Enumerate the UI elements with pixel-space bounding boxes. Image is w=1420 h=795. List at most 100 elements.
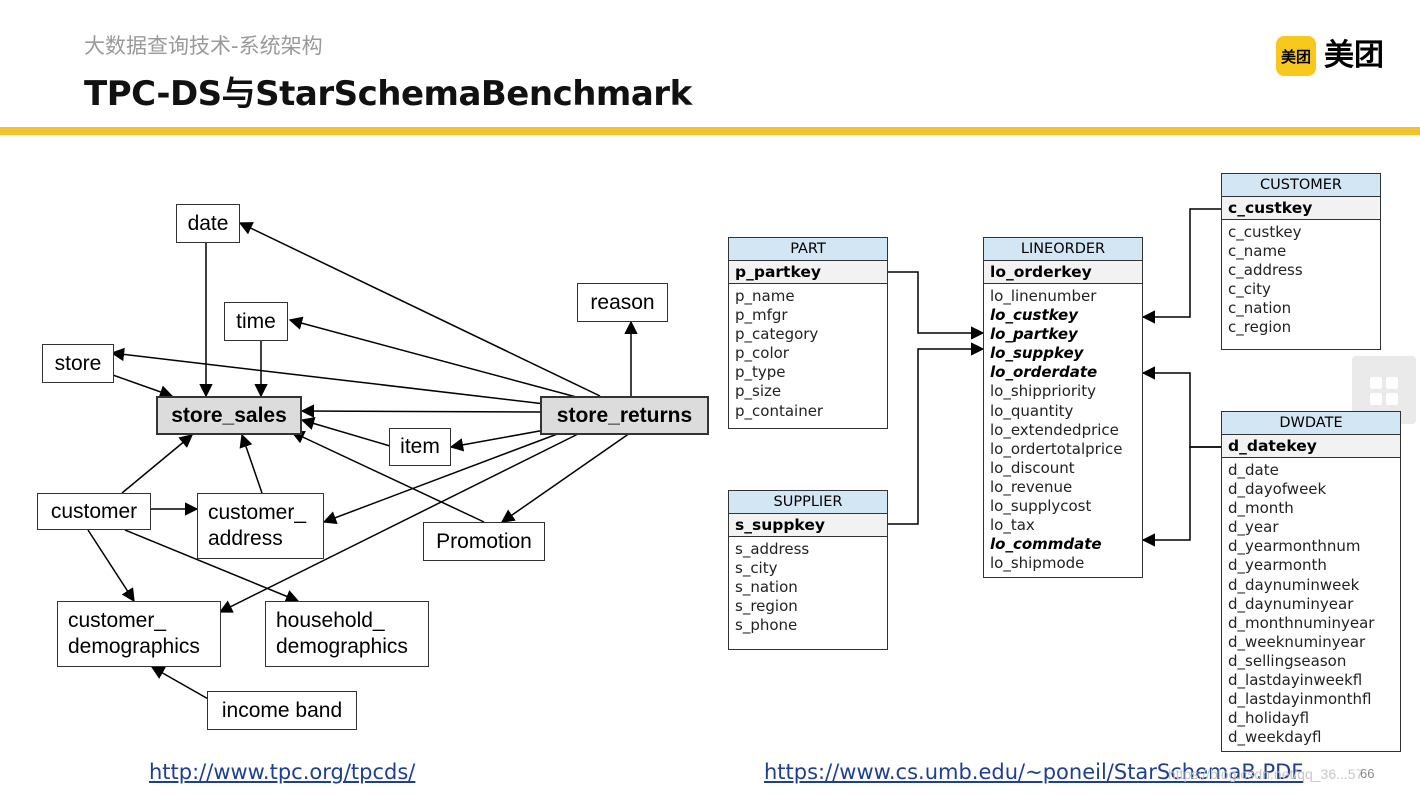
table-supplier-key: s_suppkey bbox=[729, 514, 887, 537]
table-field: c_custkey bbox=[1228, 223, 1302, 241]
table-field: p_container bbox=[735, 401, 824, 420]
edge-custaddr-sales bbox=[239, 433, 263, 494]
entity-income-band: income band bbox=[207, 691, 357, 730]
edge-returns-custaddr bbox=[322, 432, 561, 525]
table-field: d_daynuminweek bbox=[1228, 575, 1360, 594]
edge-income-custdemo bbox=[150, 666, 211, 701]
edge-returns-promo bbox=[500, 432, 631, 523]
entity-customer-address-line2: address bbox=[208, 527, 283, 550]
table-field: lo_shippriority bbox=[990, 382, 1096, 401]
table-field: lo_orderdate bbox=[990, 363, 1098, 382]
table-field: s_nation bbox=[735, 578, 798, 597]
table-field: lo_tax bbox=[990, 516, 1035, 535]
section-subtitle: 大数据查询技术-系统架构 bbox=[84, 34, 323, 58]
entity-item: item bbox=[389, 428, 451, 466]
ssb-link[interactable]: https://www.cs.umb.edu/~poneil/StarSchem… bbox=[764, 760, 1304, 784]
table-field: c_name bbox=[1228, 242, 1287, 261]
edge-dwdate-lineorder-1 bbox=[1141, 366, 1221, 448]
table-field: s_address bbox=[735, 540, 810, 558]
edge-returns-time bbox=[288, 316, 581, 399]
table-field: lo_revenue bbox=[990, 477, 1073, 496]
edge-customer-sales bbox=[121, 434, 194, 494]
watermark: https://blog.csdn.net/qq_36...57 bbox=[1168, 766, 1364, 782]
edge-item-sales bbox=[300, 416, 391, 447]
table-field: s_phone bbox=[735, 616, 798, 635]
edge-promo-sales bbox=[290, 431, 485, 523]
entity-customer-demographics-line1: customer_ bbox=[68, 609, 167, 632]
entity-household-demographics: household_ demographics bbox=[265, 601, 429, 667]
page-number: 66 bbox=[1360, 766, 1375, 781]
table-field: lo_supplycost bbox=[990, 497, 1092, 516]
table-field: p_type bbox=[735, 363, 786, 382]
edge-store-sales bbox=[109, 373, 174, 399]
table-field: d_weeknuminyear bbox=[1228, 632, 1366, 651]
table-field: s_region bbox=[735, 597, 798, 616]
table-field: d_lastdayinmonthfl bbox=[1228, 690, 1372, 709]
entity-store-sales: store_sales bbox=[156, 396, 302, 435]
table-customer-key: c_custkey bbox=[1222, 197, 1380, 220]
table-part-key: p_partkey bbox=[729, 261, 887, 284]
table-field: p_category bbox=[735, 325, 819, 344]
entity-store-returns: store_returns bbox=[540, 396, 709, 435]
entity-customer-demographics: customer_ demographics bbox=[57, 601, 221, 667]
entity-customer-demographics-line2: demographics bbox=[68, 635, 200, 658]
table-dwdate-header: DWDATE bbox=[1222, 412, 1400, 435]
edge-customer-hhdemo bbox=[124, 529, 300, 603]
table-field: d_sellingseason bbox=[1228, 651, 1347, 670]
table-field: d_monthnuminyear bbox=[1228, 613, 1375, 632]
table-field: lo_custkey bbox=[990, 306, 1079, 325]
table-field: lo_extendedprice bbox=[990, 420, 1119, 439]
table-field: d_date bbox=[1228, 461, 1279, 479]
table-field: c_region bbox=[1228, 318, 1292, 337]
entity-household-demographics-line1: household_ bbox=[276, 609, 385, 632]
table-customer-header: CUSTOMER bbox=[1222, 174, 1380, 197]
edge-dwdate-lineorder-2 bbox=[1141, 446, 1221, 547]
table-field: lo_ordertotalprice bbox=[990, 439, 1123, 458]
edge-returns-date bbox=[238, 222, 601, 397]
table-field: d_daynuminyear bbox=[1228, 594, 1354, 613]
tpcds-link[interactable]: http://www.tpc.org/tpcds/ bbox=[149, 760, 416, 784]
entity-household-demographics-line2: demographics bbox=[276, 635, 408, 658]
meituan-logo-text: 美团 bbox=[1324, 38, 1384, 73]
table-field: d_dayofweek bbox=[1228, 480, 1327, 499]
entity-promotion: Promotion bbox=[423, 522, 545, 561]
table-lineorder-header: LINEORDER bbox=[984, 238, 1142, 261]
table-lineorder-key: lo_orderkey bbox=[984, 261, 1142, 284]
table-field: p_name bbox=[735, 287, 795, 305]
entity-date: date bbox=[176, 204, 240, 243]
edge-customer-custdemo bbox=[87, 529, 135, 603]
edge-supplier-lineorder bbox=[887, 342, 985, 525]
table-supplier-header: SUPPLIER bbox=[729, 491, 887, 514]
entity-time: time bbox=[224, 302, 288, 341]
entity-store: store bbox=[42, 344, 114, 383]
table-field: lo_discount bbox=[990, 458, 1075, 477]
table-dwdate-key: d_datekey bbox=[1222, 435, 1400, 458]
table-field: lo_linenumber bbox=[990, 287, 1097, 305]
table-field: lo_quantity bbox=[990, 401, 1074, 420]
table-field: d_weekdayfl bbox=[1228, 728, 1322, 747]
edge-customer-lineorder bbox=[1141, 208, 1221, 324]
table-field: d_month bbox=[1228, 499, 1294, 518]
page-title: TPC-DS与StarSchemaBenchmark bbox=[84, 74, 692, 114]
table-field: p_color bbox=[735, 344, 789, 363]
table-field: d_year bbox=[1228, 518, 1279, 537]
table-field: lo_partkey bbox=[990, 325, 1078, 344]
table-field: lo_shipmode bbox=[990, 554, 1085, 573]
edge-returns-item bbox=[449, 429, 546, 452]
edge-returns-custdemo bbox=[218, 432, 581, 613]
entity-customer-address-line1: customer_ bbox=[208, 501, 307, 524]
table-field: p_mfgr bbox=[735, 306, 788, 325]
meituan-logo-icon: 美团 bbox=[1276, 36, 1316, 76]
table-field: c_nation bbox=[1228, 299, 1292, 318]
table-field: d_yearmonth bbox=[1228, 556, 1327, 575]
table-field: lo_suppkey bbox=[990, 344, 1084, 363]
